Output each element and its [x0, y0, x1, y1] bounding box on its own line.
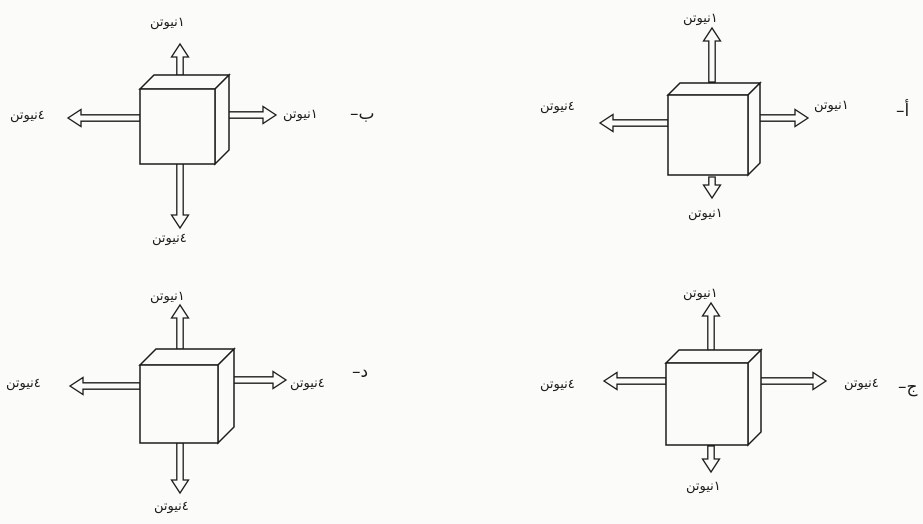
- panel-label-a: أ–: [896, 101, 910, 121]
- panel-c-force-down-arrow: [701, 445, 721, 474]
- panel-b-force-up-arrow: [170, 42, 190, 76]
- panel-d-force-right-label: ٤نيوتن: [290, 376, 325, 391]
- panel-a-force-down-label: ١نيوتن: [688, 206, 723, 221]
- panel-c-force-left-arrow: [602, 371, 667, 391]
- panel-a-force-up-arrow: [702, 26, 722, 83]
- panel-d-cube-side-face: [217, 347, 235, 445]
- panel-b-force-left-arrow: [66, 108, 141, 128]
- panel-d-cube-front-face: [139, 364, 219, 444]
- panel-c-force-down-label: ١نيوتن: [686, 479, 721, 494]
- panel-a-cube-side-face: [747, 81, 761, 177]
- panel-a-force-left-label: ٤نيوتن: [540, 99, 575, 114]
- panel-label-d: د–: [352, 362, 369, 382]
- panel-c-force-up-arrow: [701, 301, 721, 351]
- panel-c-cube-front-face: [665, 362, 749, 446]
- panel-d-force-up-arrow: [170, 303, 190, 350]
- panel-b-force-left-label: ٤نيوتن: [10, 108, 45, 123]
- panel-label-b: ب–: [350, 104, 375, 124]
- panel-a-cube-top-face: [666, 82, 762, 96]
- panel-d-force-left-label: ٤نيوتن: [6, 376, 41, 391]
- panel-c-force-up-label: ١نيوتن: [683, 286, 718, 301]
- panel-c-cube-side-face: [747, 348, 762, 447]
- panel-b-force-up-label: ١نيوتن: [150, 15, 185, 30]
- panel-d-force-down-arrow: [170, 442, 190, 495]
- panel-b-force-right-label: ١نيوتن: [283, 107, 318, 122]
- panel-d-force-left-arrow: [68, 376, 141, 396]
- panel-c-force-left-label: ٤نيوتن: [540, 377, 575, 392]
- panel-b-cube-front-face: [139, 88, 216, 165]
- panel-a-cube-front-face: [667, 94, 749, 176]
- panel-b-cube-side-face: [214, 73, 230, 166]
- panel-d-force-right-arrow: [225, 370, 288, 390]
- panel-b-force-right-arrow: [227, 105, 278, 125]
- panel-c-cube-top-face: [664, 349, 763, 364]
- panel-label-c: ج–: [898, 377, 918, 397]
- panel-a-force-left-arrow: [598, 113, 669, 133]
- panel-b-cube-top-face: [138, 74, 231, 90]
- panel-c-force-right-label: ٤نيوتن: [844, 376, 879, 391]
- panel-d-force-up-label: ١نيوتن: [150, 289, 185, 304]
- panel-a-force-up-label: ١نيوتن: [683, 11, 718, 26]
- panel-b-force-down-label: ٤نيوتن: [152, 231, 187, 246]
- panel-a-force-down-arrow: [702, 176, 722, 200]
- panel-a-force-right-label: ١نيوتن: [814, 98, 849, 113]
- panel-d-force-down-label: ٤نيوتن: [154, 499, 189, 514]
